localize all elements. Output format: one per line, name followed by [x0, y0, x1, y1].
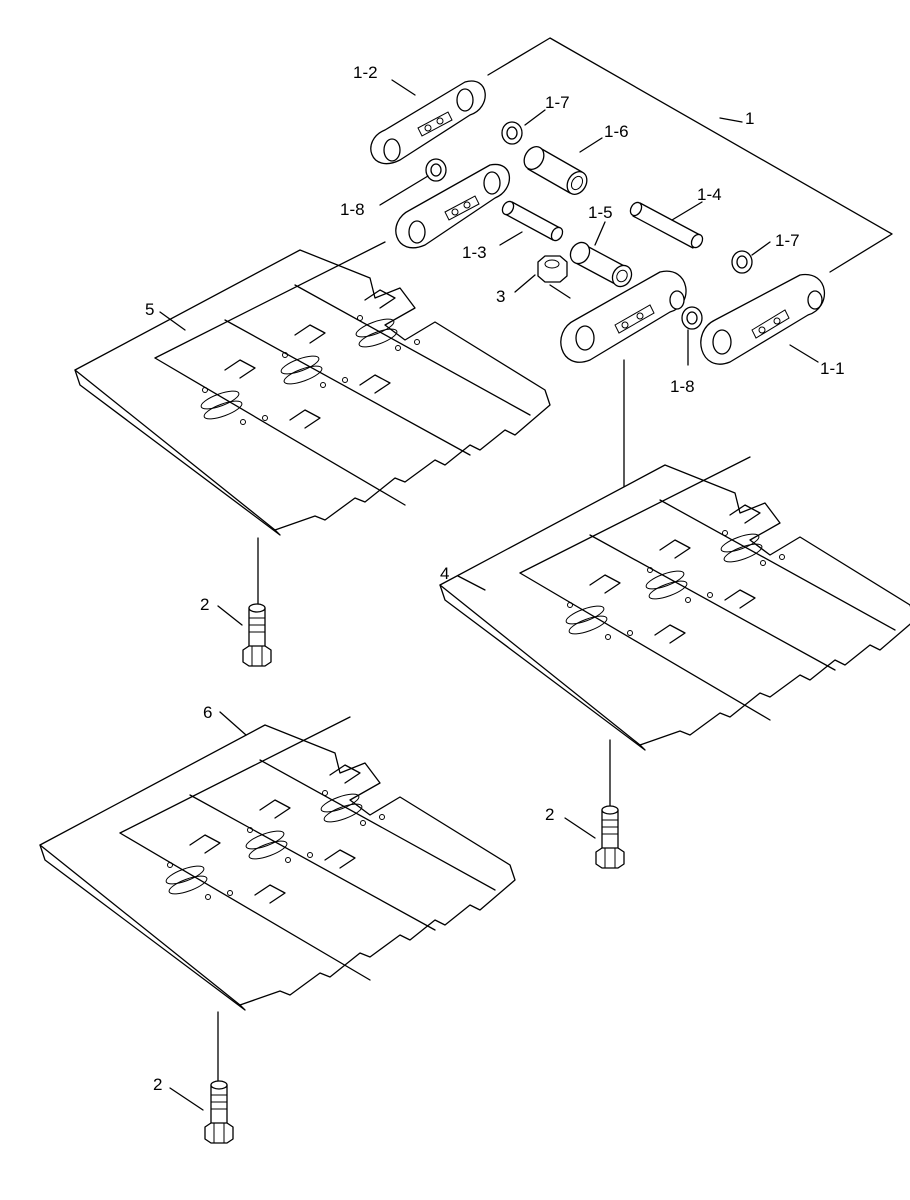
- label-1-5: 1-5: [588, 203, 613, 222]
- nut-3: [537, 255, 568, 283]
- label-5: 5: [145, 300, 154, 319]
- pin-1-4: [629, 201, 704, 249]
- link-plate-1-2: [370, 80, 486, 165]
- label-1-4: 1-4: [697, 185, 722, 204]
- washer-1-8-right: [681, 306, 703, 330]
- track-shoe-6: [39, 716, 516, 1011]
- label-1-6: 1-6: [604, 122, 629, 141]
- track-shoe-5: [74, 241, 551, 536]
- bushing-1-5: [569, 241, 633, 288]
- label-6: 6: [203, 703, 212, 722]
- label-3: 3: [496, 287, 505, 306]
- label-1-2: 1-2: [353, 63, 378, 82]
- label-1-8-right: 1-8: [670, 377, 695, 396]
- label-2-left: 2: [200, 595, 209, 614]
- label-1-7-top: 1-7: [545, 93, 570, 112]
- washer-1-7-right: [731, 250, 753, 274]
- leader-lines: [159, 79, 819, 1111]
- label-1-7-right: 1-7: [775, 231, 800, 250]
- label-2-right: 2: [545, 805, 554, 824]
- shoe-bolt-2-bottom: [204, 1080, 234, 1144]
- label-1-3: 1-3: [462, 243, 487, 262]
- link-plate-inner: [395, 163, 511, 249]
- track-shoe-4: [439, 456, 910, 751]
- link-plate-center: [560, 270, 687, 363]
- washer-1-8-left: [425, 158, 447, 182]
- bushing-1-6: [523, 146, 588, 195]
- washer-1-7-top: [501, 121, 523, 145]
- shoe-bolt-2-left: [242, 603, 272, 667]
- leader-1: [719, 117, 743, 123]
- group-bracket: [487, 37, 893, 273]
- shoe-bolt-2-right: [595, 805, 625, 869]
- label-1: 1: [745, 109, 754, 128]
- link-plate-1-1: [700, 274, 825, 365]
- label-1-1: 1-1: [820, 359, 845, 378]
- label-2-bottom: 2: [153, 1075, 162, 1094]
- label-4: 4: [440, 564, 449, 583]
- label-1-8-left: 1-8: [340, 200, 365, 219]
- callout-labels: 1 1-2 1-7 1-6 1-8 1-3 1-4 1-5 1-7 3 1-8 …: [145, 63, 845, 1094]
- link-assembly: [370, 37, 893, 651]
- pin-1-3: [501, 200, 564, 242]
